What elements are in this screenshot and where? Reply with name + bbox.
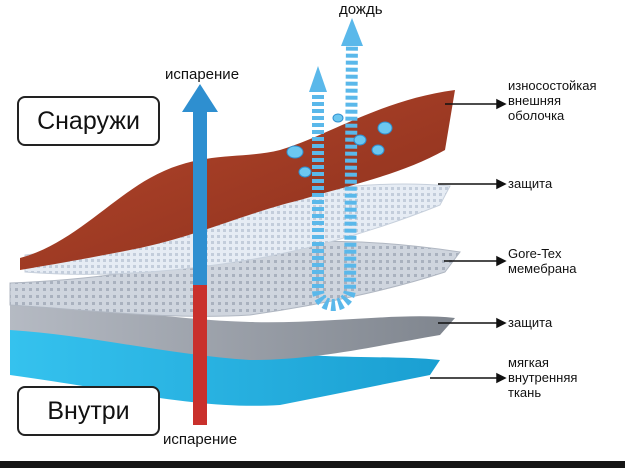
protection-lower-label: защита [508,315,553,330]
outer-shell-layer [20,90,455,270]
rain-label: дождь [339,1,383,18]
evaporation-top-label: испарение [165,66,240,83]
rain-arrow-icon [309,18,363,311]
pointer-arrows [430,98,507,384]
protection-lower-layer [10,300,455,360]
outside-label: Снаружи [17,96,160,146]
outer-shell-label: износостойкая внешняя оболочка [508,78,597,123]
water-droplets-icon [286,113,393,178]
protection-upper-label: защита [508,176,553,191]
membrane-label: Gore-Tex мемебрана [508,246,577,276]
inside-label: Внутри [17,386,160,436]
evaporation-arrow-icon [182,84,218,425]
inner-fabric-label: мягкая внутренняя ткань [508,355,578,400]
bottom-border [0,461,625,468]
evaporation-bottom-label: испарение [163,431,238,448]
